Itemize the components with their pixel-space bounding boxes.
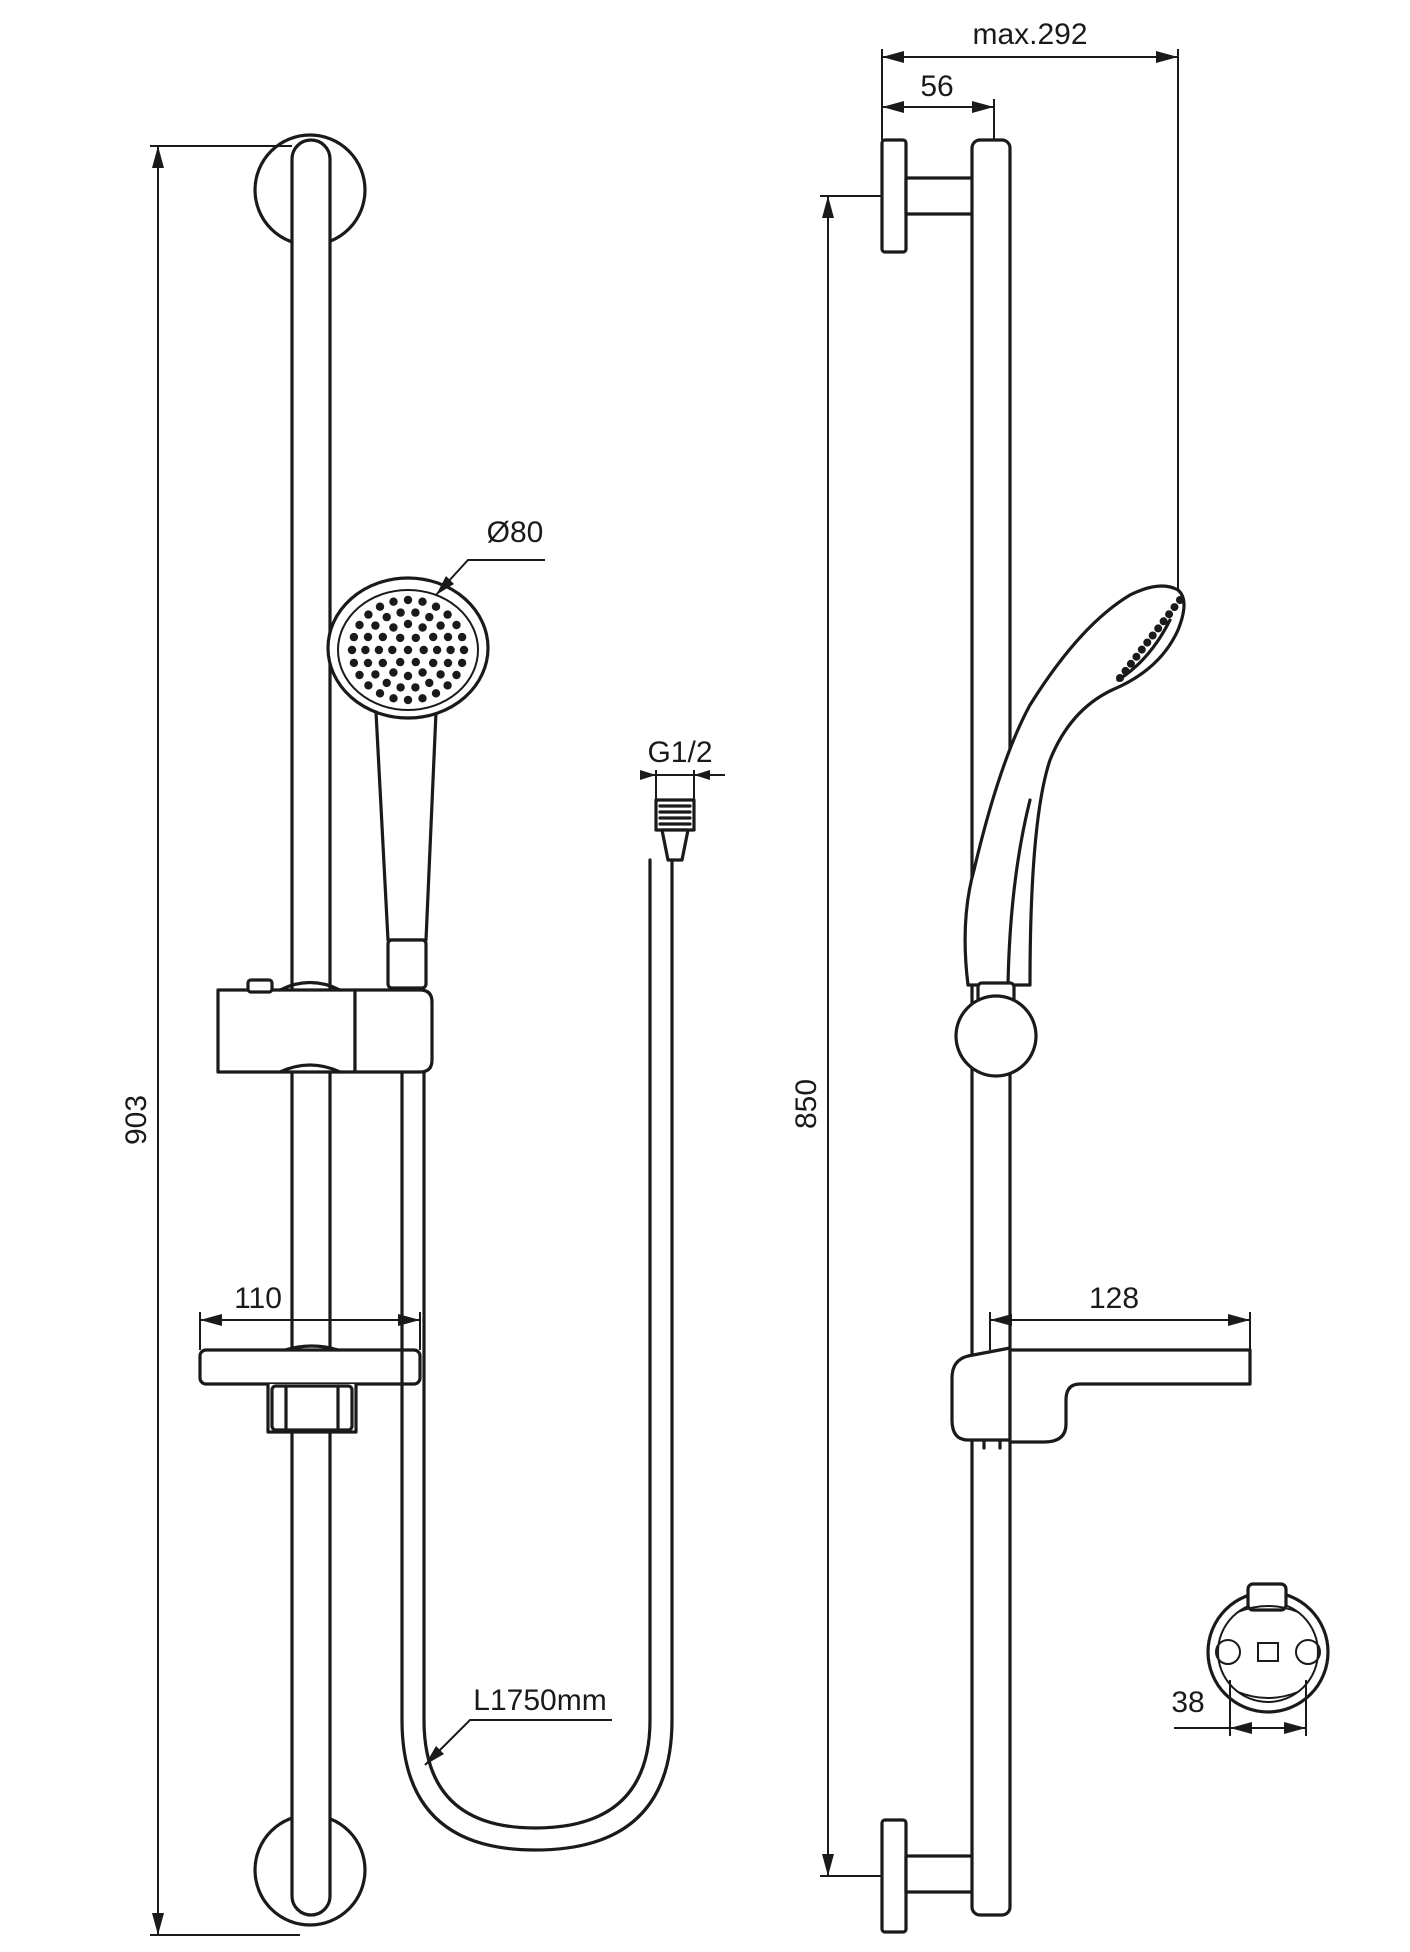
spray-nozzle [419, 645, 428, 655]
spray-nozzle [403, 695, 413, 705]
side-nozzles [1116, 596, 1184, 682]
spray-nozzle [355, 670, 364, 680]
side-nozzle [1116, 674, 1124, 682]
spray-nozzle [371, 621, 380, 630]
spray-nozzle [457, 658, 467, 668]
spray-nozzle [452, 620, 461, 630]
spray-nozzle [396, 683, 405, 692]
spray-nozzle [378, 658, 387, 668]
spray-nozzle [425, 678, 434, 688]
handshower [326, 576, 490, 990]
side-nozzle [1148, 631, 1157, 640]
spray-nozzle [364, 681, 373, 690]
spray-nozzle [431, 689, 441, 698]
shower-hose [400, 798, 696, 1852]
spray-nozzle [389, 668, 398, 677]
side-nozzle [1176, 596, 1184, 604]
spray-nozzle [361, 645, 370, 655]
label-soap-dish-right: 128 [1089, 1282, 1139, 1315]
spray-nozzle [436, 621, 445, 630]
spray-nozzle [418, 668, 427, 677]
spray-nozzle [429, 658, 438, 668]
label-rail-diameter: 38 [1171, 1686, 1204, 1719]
spray-nozzles [347, 595, 469, 705]
spray-nozzle [452, 670, 461, 680]
bottom-bracket [880, 1818, 991, 1934]
slider-end-detail [1206, 1582, 1330, 1714]
handshower-side [963, 584, 1186, 987]
side-nozzle [1154, 624, 1163, 633]
spray-nozzle [375, 602, 385, 611]
label-rail-length: 850 [790, 1079, 823, 1129]
spray-nozzle [382, 612, 391, 622]
spray-nozzle [443, 681, 452, 690]
spray-nozzle [396, 608, 405, 617]
side-nozzle [1126, 659, 1135, 668]
spray-nozzle [364, 610, 373, 619]
slider-knob [954, 981, 1038, 1078]
slider [216, 978, 434, 1074]
spray-nozzle [389, 597, 398, 606]
spray-nozzle [403, 671, 413, 681]
spray-nozzle [363, 658, 373, 668]
side-view [880, 138, 1252, 1934]
spray-nozzle [403, 645, 413, 655]
spray-nozzle [443, 632, 453, 642]
soap-dish [198, 1344, 422, 1434]
spray-nozzle [355, 620, 364, 630]
label-connection-thread: G1/2 [647, 736, 712, 769]
side-nozzle [1121, 666, 1130, 675]
spray-nozzle [418, 597, 427, 606]
spray-nozzle [403, 595, 413, 605]
spray-nozzle [457, 632, 467, 642]
side-nozzle [1132, 652, 1141, 661]
spray-nozzle [411, 633, 420, 643]
spray-nozzle [375, 689, 385, 698]
side-nozzle [1143, 638, 1152, 647]
dimension-lines [150, 49, 1307, 1936]
side-nozzle [1170, 603, 1179, 612]
label-bracket-offset: 56 [920, 70, 953, 103]
spray-nozzle [411, 683, 420, 692]
label-hose-length: L1750mm [473, 1684, 606, 1717]
spray-nozzle [382, 678, 391, 688]
dimension-labels: 903 850 max.292 56 Ø80 G1/2 110 128 L175… [120, 18, 1205, 1719]
spray-nozzle [389, 694, 398, 703]
spray-nozzle [396, 633, 405, 643]
spray-nozzle [418, 623, 427, 632]
spray-nozzle [436, 670, 445, 679]
spray-nozzle [431, 602, 441, 611]
front-view [198, 133, 696, 1927]
spray-nozzle [443, 610, 452, 619]
side-nozzle [1159, 617, 1168, 626]
spray-nozzle [403, 619, 413, 629]
spray-nozzle [389, 623, 398, 632]
spray-nozzle [411, 608, 420, 617]
spray-nozzle [429, 632, 438, 642]
spray-nozzle [388, 645, 397, 655]
spray-nozzle [443, 658, 453, 668]
label-max-projection: max.292 [972, 18, 1087, 51]
label-handshower-diameter: Ø80 [487, 516, 544, 549]
spray-nozzle [378, 632, 387, 642]
spray-nozzle [418, 694, 427, 703]
spray-nozzle [371, 670, 380, 679]
label-soap-dish-left: 110 [234, 1282, 282, 1315]
spray-nozzle [374, 645, 384, 655]
spray-nozzle [446, 645, 455, 655]
spray-nozzle [347, 645, 357, 655]
spray-nozzle [432, 645, 442, 655]
spray-nozzle [425, 612, 434, 622]
spray-nozzle [459, 645, 469, 655]
spray-nozzle [349, 658, 359, 668]
spray-nozzle [411, 657, 420, 667]
label-overall-height: 903 [120, 1095, 153, 1145]
soap-dish-side [950, 1346, 1252, 1450]
spray-nozzle [363, 632, 373, 642]
spray-nozzle [349, 632, 359, 642]
spray-nozzle [396, 657, 405, 667]
side-nozzle [1165, 610, 1174, 619]
side-nozzle [1137, 645, 1146, 654]
